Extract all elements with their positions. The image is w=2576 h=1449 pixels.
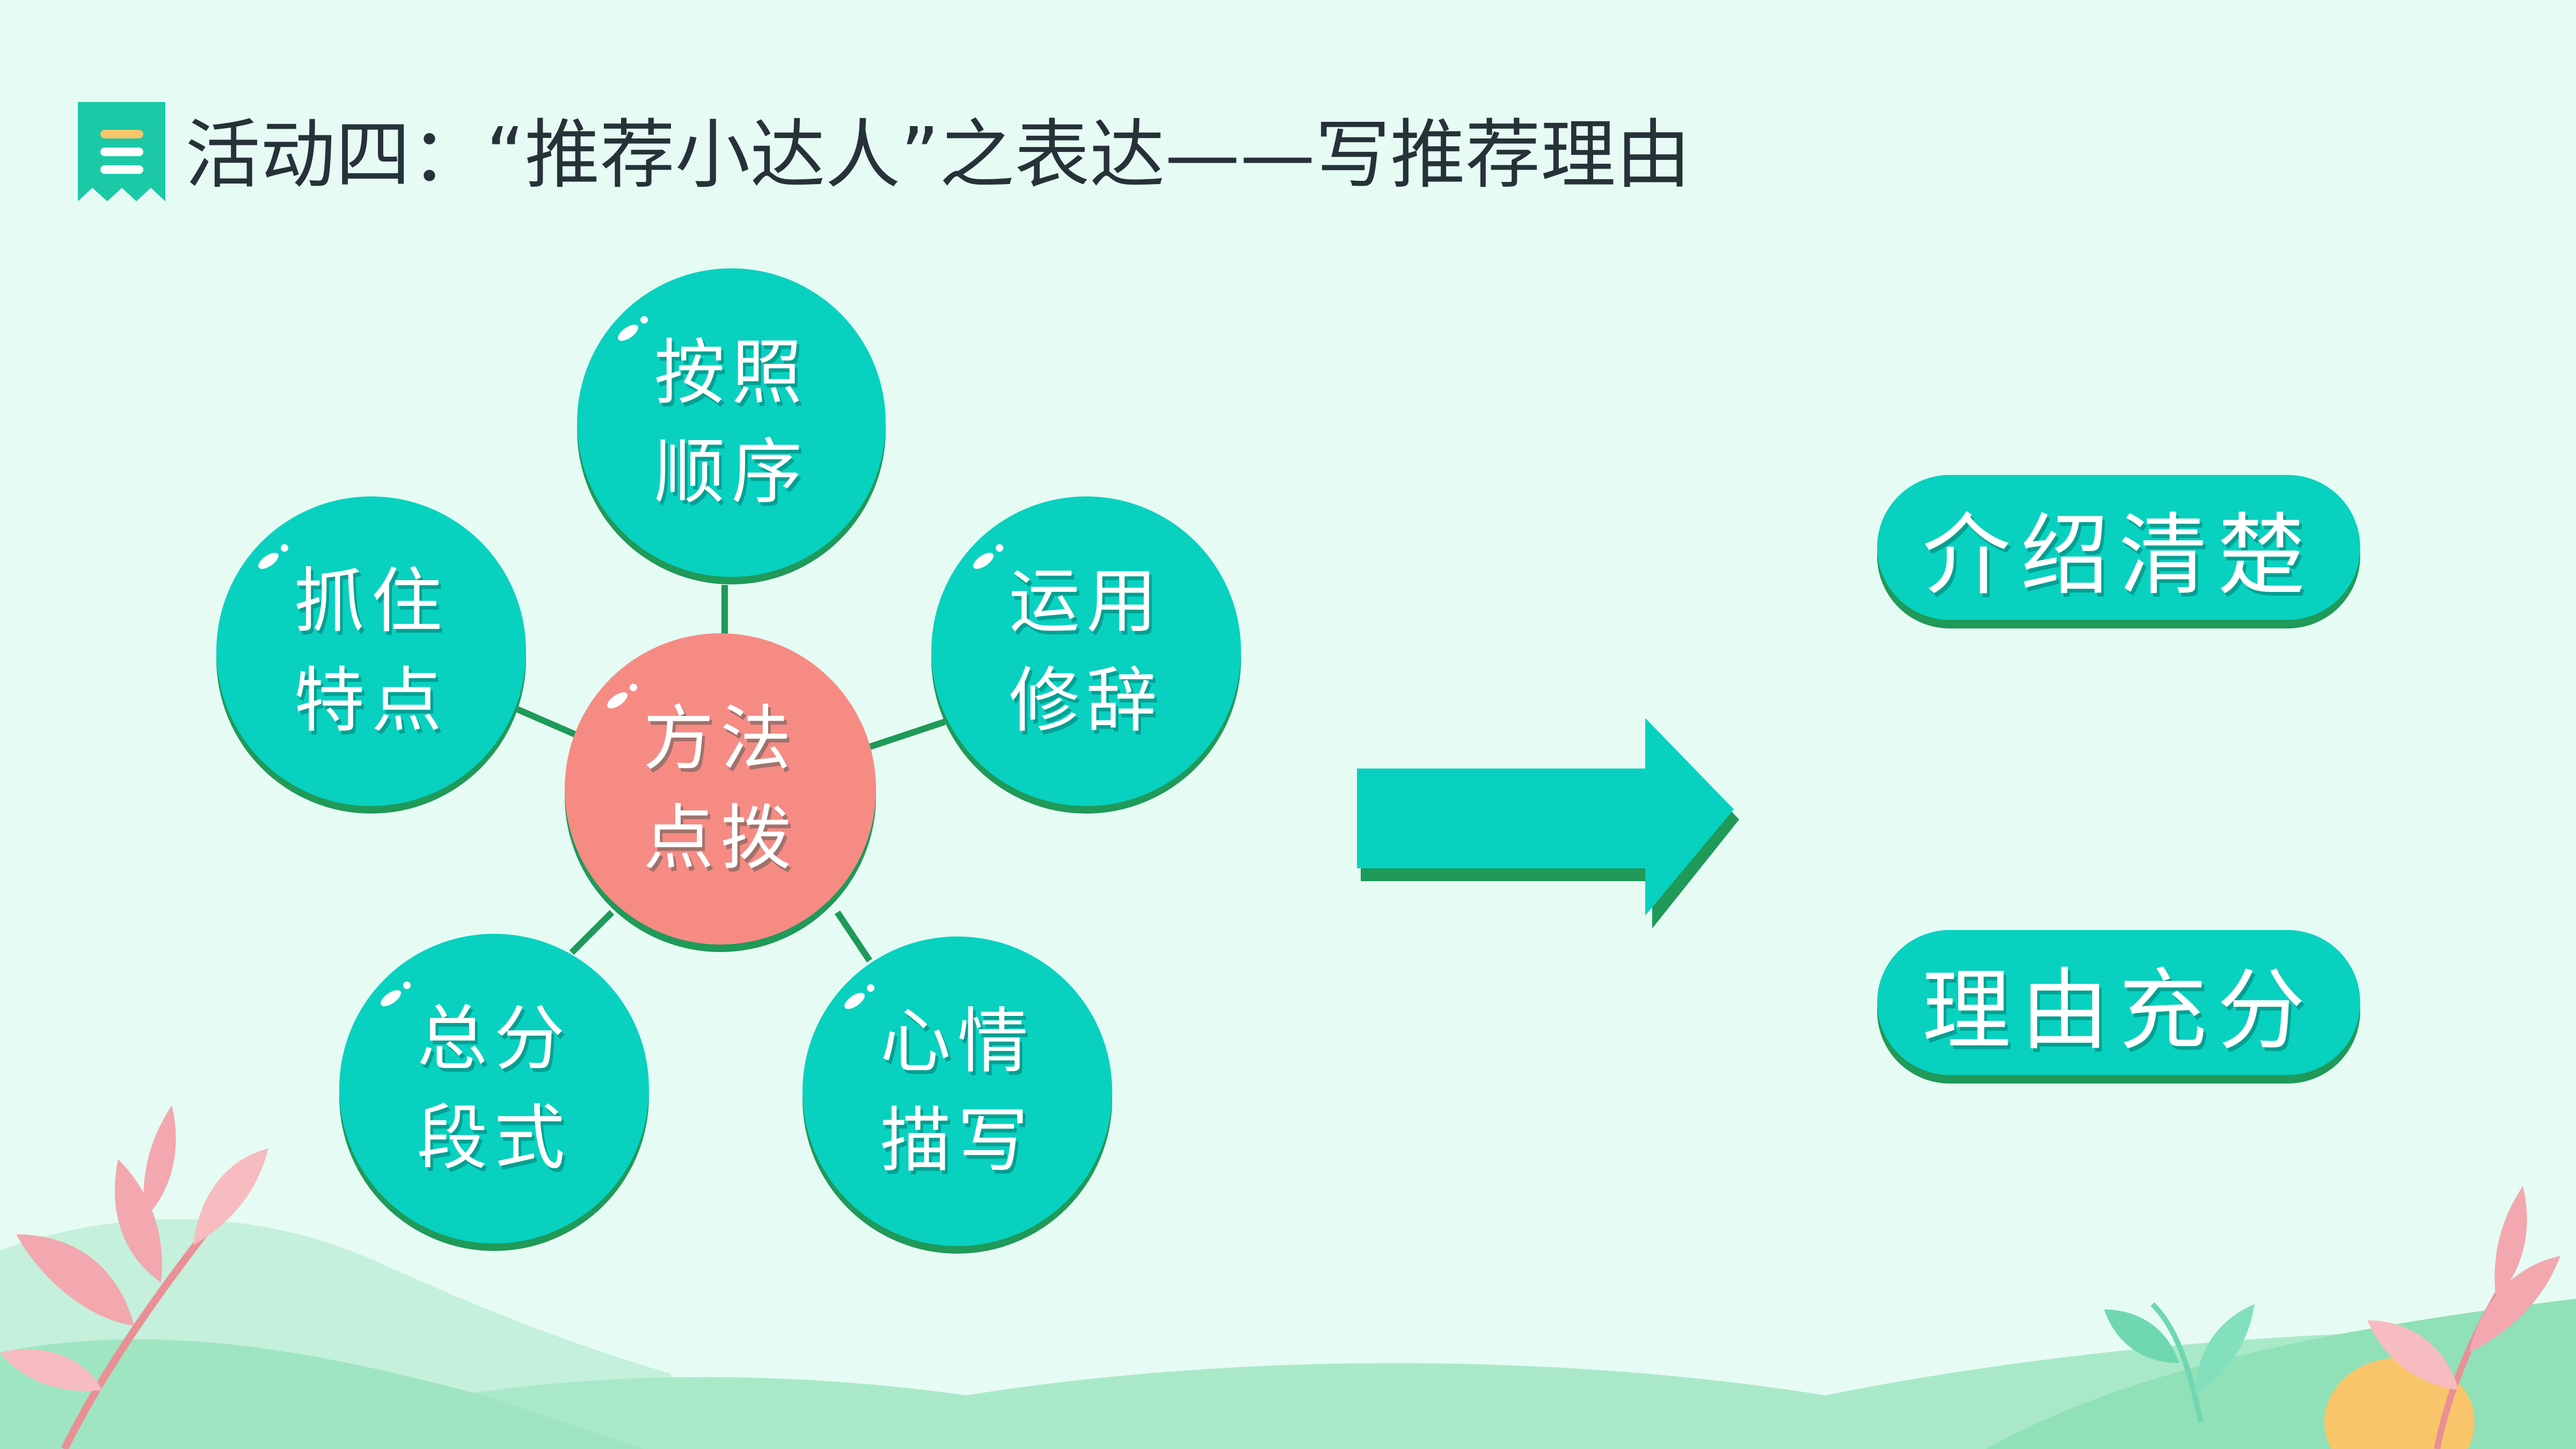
connector-bottom-right [835,910,872,963]
result-chongfen-label: 理由充分 [1922,958,2315,1062]
shine-icon [844,984,874,1009]
node-shunxu-line1: 按照 [654,331,809,414]
node-tedian-line1: 抓住 [294,560,449,643]
node-duanshi: 总分段式 [339,934,649,1243]
result-qingchu-label: 介绍清楚 [1922,503,2315,607]
node-shunxu: 按照顺序 [577,268,886,577]
list-ribbon-icon [78,102,165,201]
node-xiuci-line2: 修辞 [1009,659,1164,742]
shine-icon [973,544,1003,569]
node-center-line1: 方法 [643,698,798,780]
connector-bottom-left [569,910,615,955]
node-xiuci: 运用修辞 [931,496,1241,806]
shine-icon [607,684,637,709]
shine-icon [381,982,411,1007]
node-xiuci-line1: 运用 [1009,560,1164,643]
hill-mid [242,1330,2576,1449]
connector-left [514,705,579,738]
node-duanshi-line1: 总分 [417,997,572,1080]
node-xinqing: 心情描写 [802,936,1112,1246]
result-qingchu: 介绍清楚 [1877,475,2360,620]
shine-icon [258,544,288,569]
result-chongfen: 理由充分 [1877,930,2360,1075]
node-xinqing-line2: 描写 [880,1099,1035,1182]
node-xinqing-line1: 心情 [880,1000,1035,1083]
hill-front [0,1339,644,1449]
node-duanshi-line2: 段式 [417,1096,572,1180]
shine-icon [618,316,648,341]
page-title: 活动四：“推荐小达人”之表达——写推荐理由 [185,112,1691,199]
leaf-cluster-right [2104,1186,2560,1449]
connector-right [863,719,946,752]
node-tedian-line2: 特点 [294,659,449,742]
node-center-line2: 点拨 [643,797,798,880]
node-shunxu-line2: 顺序 [654,430,809,514]
node-center-fangfa: 方法点拨 [565,633,876,945]
leaf-cluster-left [0,1106,268,1449]
node-tedian: 抓住特点 [216,496,526,806]
